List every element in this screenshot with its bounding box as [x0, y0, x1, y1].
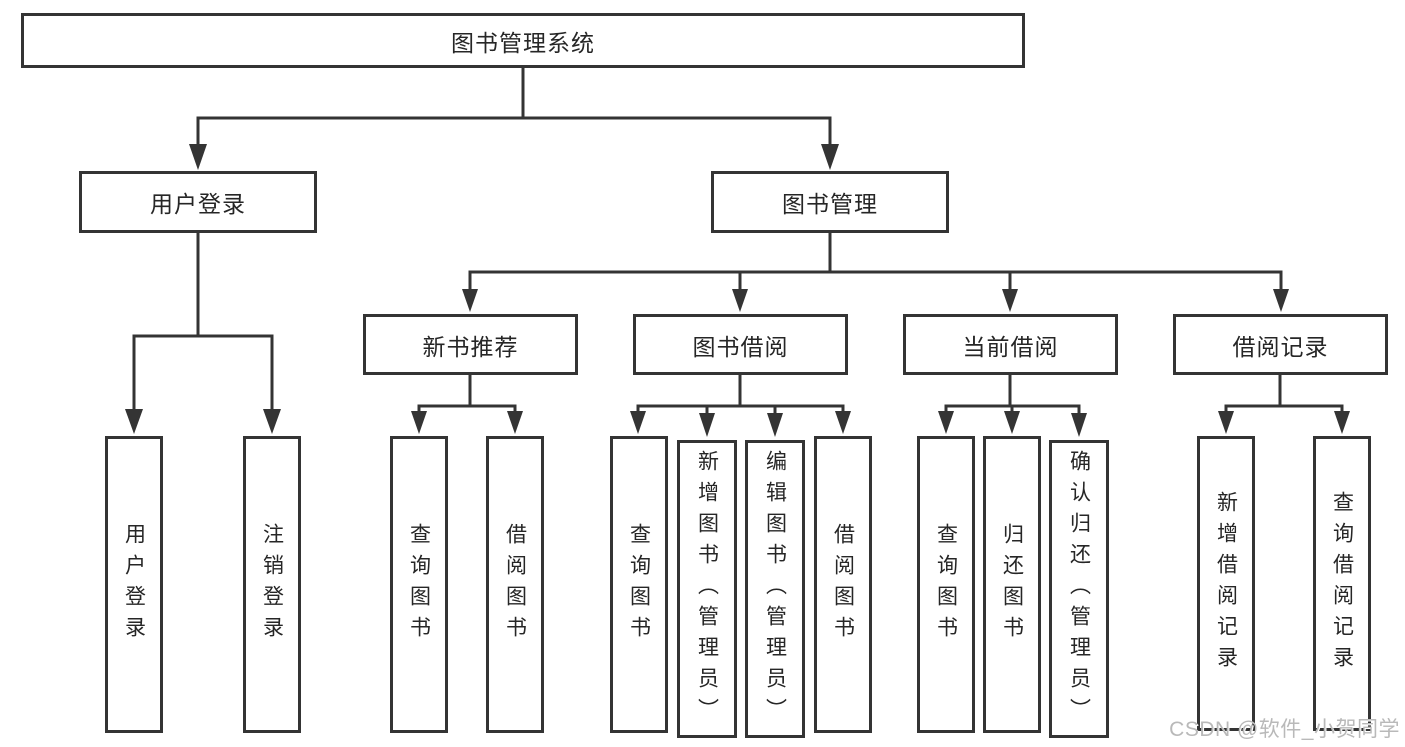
node-leaf-recommend-borrow-book-label: 借阅图书	[503, 522, 527, 647]
arrowhead-icon	[732, 289, 748, 312]
connectors-root-to-level2	[189, 66, 839, 170]
arrowhead-icon	[630, 411, 646, 434]
connectors-book-management-branch	[462, 231, 1289, 312]
node-current-borrow-label: 当前借阅	[962, 333, 1059, 360]
connectors-borrow-records-branch	[1218, 373, 1350, 434]
node-leaf-current-return-book: 归还图书	[983, 436, 1041, 733]
node-leaf-current-confirm-return-admin: 确认归还（管理员）	[1049, 440, 1109, 738]
arrowhead-icon	[1218, 411, 1234, 434]
node-leaf-borrow-add-book-admin: 新增图书（管理员）	[677, 440, 737, 738]
node-leaf-records-query-record: 查询借阅记录	[1313, 436, 1371, 731]
arrowhead-icon	[411, 411, 427, 434]
arrowhead-icon	[462, 289, 478, 312]
node-leaf-recommend-query-book-label: 查询图书	[407, 522, 431, 647]
node-new-book-recommend-label: 新书推荐	[422, 333, 519, 360]
arrowhead-icon	[1334, 411, 1350, 434]
node-new-book-recommend: 新书推荐	[363, 314, 578, 375]
arrowhead-icon	[699, 413, 715, 437]
node-root: 图书管理系统	[21, 13, 1025, 68]
arrowhead-icon	[125, 409, 143, 434]
node-book-management-label: 图书管理	[782, 191, 878, 217]
node-root-label: 图书管理系统	[451, 29, 595, 56]
arrowhead-icon	[835, 411, 851, 434]
node-leaf-borrow-query-book-label: 查询图书	[627, 522, 651, 647]
node-leaf-borrow-query-book: 查询图书	[610, 436, 668, 733]
arrowhead-icon	[821, 144, 839, 170]
connectors-book-borrow-branch	[630, 373, 851, 437]
node-leaf-recommend-borrow-book: 借阅图书	[486, 436, 544, 733]
arrowhead-icon	[507, 411, 523, 434]
arrowhead-icon	[1273, 289, 1289, 312]
node-user-login-label: 用户登录	[150, 191, 246, 217]
node-current-borrow: 当前借阅	[903, 314, 1118, 375]
node-book-borrow-label: 图书借阅	[692, 333, 789, 360]
node-book-management: 图书管理	[711, 171, 949, 233]
node-leaf-logout: 注销登录	[243, 436, 301, 733]
node-leaf-records-add-record: 新增借阅记录	[1197, 436, 1255, 731]
node-leaf-user-login: 用户登录	[105, 436, 163, 733]
arrowhead-icon	[189, 144, 207, 170]
arrowhead-icon	[263, 409, 281, 434]
node-leaf-user-login-label: 用户登录	[122, 522, 146, 647]
arrowhead-icon	[767, 413, 783, 437]
node-leaf-records-add-record-label: 新增借阅记录	[1214, 490, 1238, 677]
node-leaf-current-return-book-label: 归还图书	[1000, 522, 1024, 647]
connectors-user-login-branch	[125, 231, 281, 434]
connectors-new-book-recommend-branch	[411, 373, 523, 434]
node-leaf-borrow-edit-book-admin: 编辑图书（管理员）	[745, 440, 805, 738]
node-borrow-records-label: 借阅记录	[1232, 333, 1329, 360]
arrowhead-icon	[1004, 411, 1020, 434]
arrowhead-icon	[1002, 289, 1018, 312]
arrowhead-icon	[938, 411, 954, 434]
node-user-login: 用户登录	[79, 171, 317, 233]
connectors-current-borrow-branch	[938, 373, 1087, 437]
node-leaf-records-query-record-label: 查询借阅记录	[1330, 490, 1354, 677]
node-leaf-borrow-add-book-admin-label: 新增图书（管理员）	[695, 449, 719, 729]
node-leaf-logout-label: 注销登录	[260, 522, 284, 647]
node-leaf-borrow-borrow-book: 借阅图书	[814, 436, 872, 733]
node-leaf-current-query-book-label: 查询图书	[934, 522, 958, 647]
arrowhead-icon	[1071, 413, 1087, 437]
node-borrow-records: 借阅记录	[1173, 314, 1388, 375]
node-leaf-current-query-book: 查询图书	[917, 436, 975, 733]
node-leaf-borrow-borrow-book-label: 借阅图书	[831, 522, 855, 647]
csdn-watermark: CSDN @软件_小贺同学	[1169, 718, 1400, 741]
node-leaf-recommend-query-book: 查询图书	[390, 436, 448, 733]
node-book-borrow: 图书借阅	[633, 314, 848, 375]
node-leaf-current-confirm-return-admin-label: 确认归还（管理员）	[1067, 449, 1091, 729]
node-leaf-borrow-edit-book-admin-label: 编辑图书（管理员）	[763, 449, 787, 729]
